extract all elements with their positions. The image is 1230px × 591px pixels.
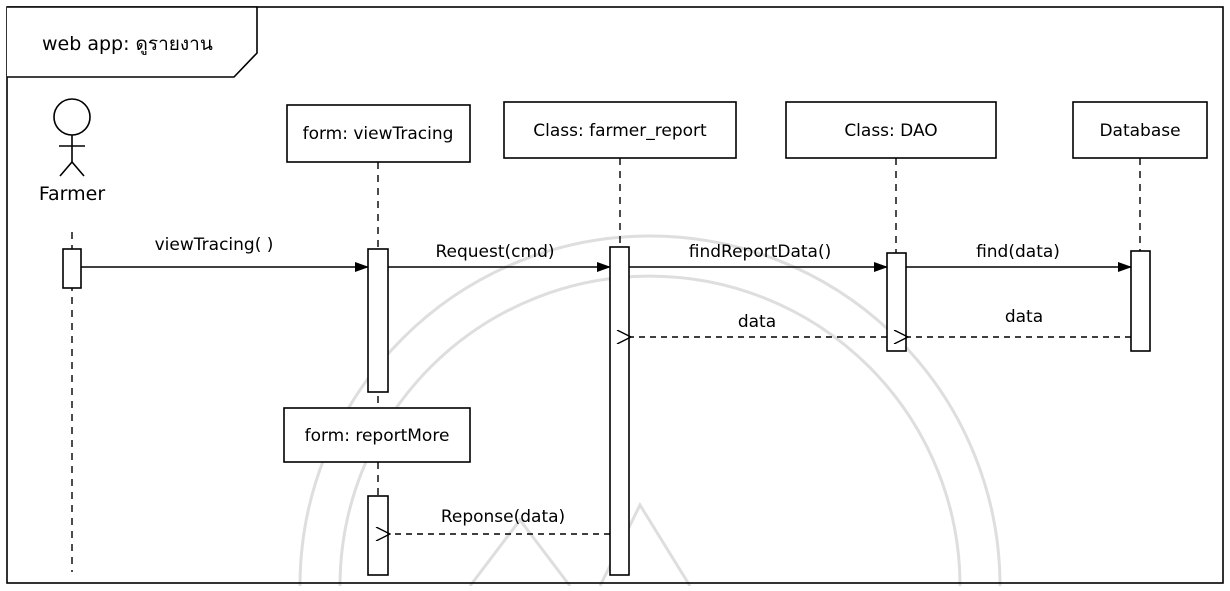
lifeline-box-farmer-report: Class: farmer_report [503, 101, 737, 159]
lifeline-box-reportmore: form: reportMore [283, 407, 471, 463]
message-label-request: Request(cmd) [435, 242, 554, 262]
activation-bar-farmer-report [609, 246, 630, 576]
message-label-findreportdata: findReportData() [689, 242, 831, 262]
message-label-viewtracing: viewTracing( ) [155, 235, 274, 255]
lifeline-box-dao: Class: DAO [785, 101, 997, 159]
lifeline-label-database: Database [1099, 121, 1180, 141]
lifeline-box-viewtracing: form: viewTracing [286, 104, 471, 163]
return-label-response: Reponse(data) [441, 507, 565, 527]
lifeline-label-farmer-report: Class: farmer_report [533, 121, 707, 141]
return-label-data-dao: data [738, 312, 776, 332]
frame-title: web app: ดูรายงาน [42, 33, 213, 55]
activation-bar-actor [62, 248, 82, 289]
message-label-find: find(data) [976, 242, 1060, 262]
actor-name: Farmer [39, 183, 106, 205]
frame-border [6, 6, 1224, 584]
lifeline-label-viewtracing: form: viewTracing [303, 124, 454, 144]
lifeline-label-dao: Class: DAO [844, 121, 937, 141]
lifeline-label-reportmore: form: reportMore [305, 426, 450, 446]
frame-title-tab [7, 6, 258, 78]
activation-bar-dao [886, 252, 907, 352]
actor-icon [53, 98, 91, 177]
lifeline-box-database: Database [1072, 101, 1208, 159]
activation-bar-database [1130, 250, 1151, 352]
return-label-data-database: data [1005, 307, 1043, 327]
activation-bar-viewtracing [367, 248, 389, 393]
activation-bar-reportmore [367, 495, 389, 576]
